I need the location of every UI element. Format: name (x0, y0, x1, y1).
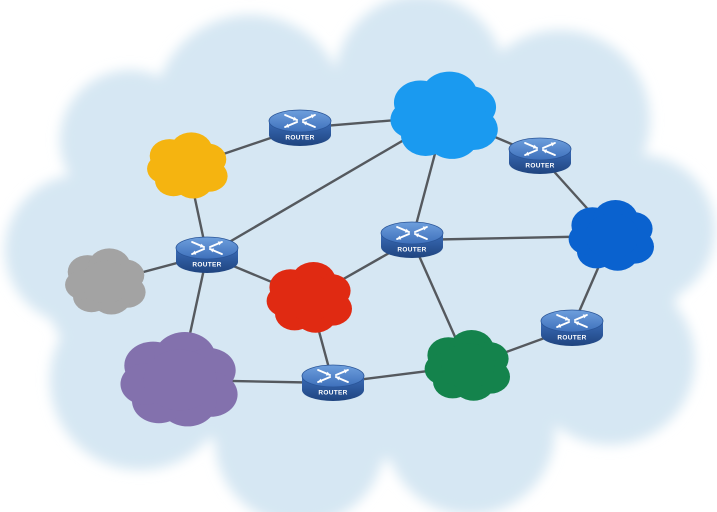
router-left: ROUTER (175, 236, 239, 273)
router-right-top: ROUTER (508, 137, 572, 174)
router-label: ROUTER (557, 335, 586, 342)
router-arrows-icon (284, 114, 316, 128)
net-red-cloud (266, 262, 352, 333)
nodes: ROUTER ROUTER ROUTER ROUTER ROUTER ROUTER (65, 71, 655, 427)
router-right-low: ROUTER (540, 309, 604, 346)
net-yellow-cloud (147, 132, 228, 199)
router-label: ROUTER (318, 390, 347, 397)
net-dark-blue-cloud (568, 200, 655, 271)
router-arrows-icon (191, 241, 223, 255)
router-arrows-icon (556, 314, 588, 328)
net-light-blue-cloud (390, 71, 498, 159)
net-purple-cloud (120, 332, 238, 427)
router-label: ROUTER (192, 262, 221, 269)
router-arrows-icon (396, 226, 428, 240)
router-label: ROUTER (397, 247, 426, 254)
router-arrows-icon (524, 142, 556, 156)
router-label: ROUTER (285, 135, 314, 142)
router-center: ROUTER (380, 221, 444, 258)
router-bottom: ROUTER (301, 364, 365, 401)
router-arrows-icon (317, 369, 349, 383)
net-gray-cloud (65, 248, 146, 315)
net-green-cloud (424, 330, 510, 401)
router-label: ROUTER (525, 163, 554, 170)
router-top: ROUTER (268, 109, 332, 146)
